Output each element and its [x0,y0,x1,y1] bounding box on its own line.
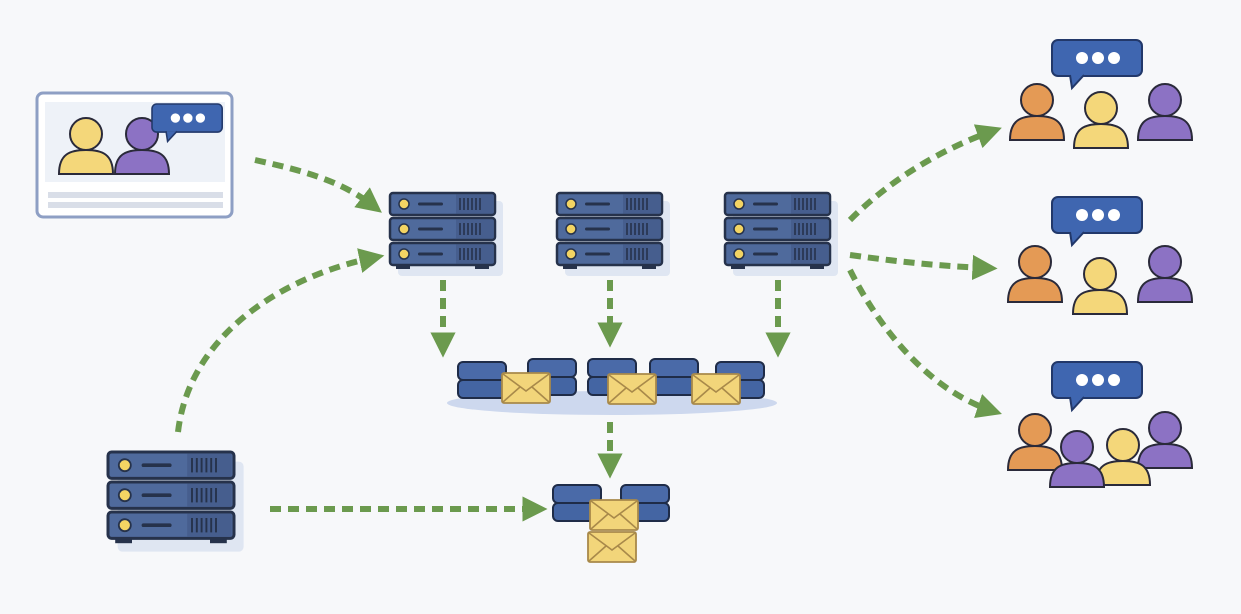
person-icon [1137,411,1193,469]
recipient-group [1007,361,1193,488]
envelope-icon [589,499,639,531]
flow-arrow [254,157,382,213]
person-icon [1009,83,1065,141]
recipient-group [1007,196,1193,315]
server-rack-icon [108,452,244,552]
server-rack-icon [725,193,838,276]
flow-arrow [847,268,1002,418]
server-rack-icon [390,193,503,276]
person-icon [1007,413,1063,471]
envelope-icon [691,373,741,405]
message-queue-icon [447,358,777,415]
envelope-icon [607,373,657,405]
server-rack-icon [557,193,670,276]
chat-bubble-icon [1051,361,1143,411]
person-icon [1137,83,1193,141]
database-icon [552,484,670,563]
chat-bubble-icon [1051,196,1143,246]
recipient-group [1009,39,1193,149]
flow-arrow [847,124,1002,223]
chat-bubble-icon [1051,39,1143,89]
person-icon [1007,245,1063,303]
person-icon [1137,245,1193,303]
flow-arrow [175,248,385,433]
person-icon [1073,91,1129,149]
flow-arrow [849,252,998,281]
envelope-icon [501,372,551,404]
person-icon [1072,257,1128,315]
envelope-icon [587,531,637,563]
video-call-window-icon [35,91,234,219]
